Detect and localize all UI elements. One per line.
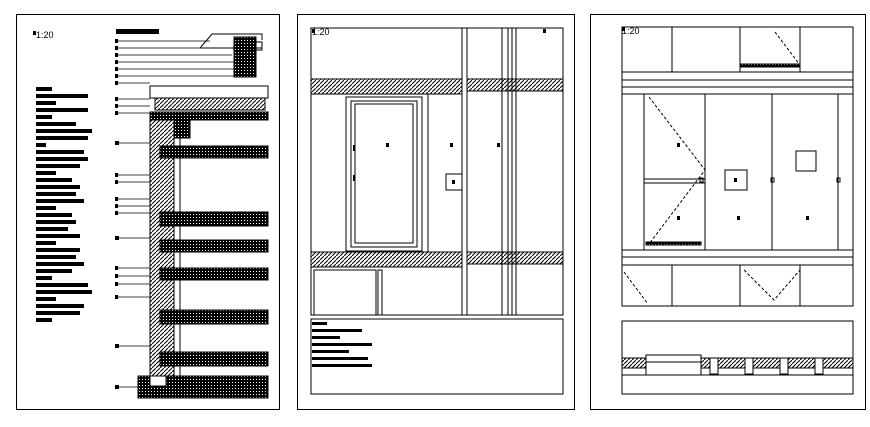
title-bar	[116, 29, 159, 34]
scale-label-sheet-1: 1:20	[36, 30, 54, 40]
floor-slabs	[159, 145, 269, 367]
leader-lines	[118, 40, 240, 388]
scale-label-sheet-2: 1:20	[312, 27, 330, 37]
scale-marker	[33, 31, 36, 35]
sheet-2-drawing	[310, 27, 564, 395]
sheet-3-drawing	[621, 26, 854, 395]
top-slab	[310, 78, 463, 95]
fixture-box	[724, 169, 748, 191]
foundation	[137, 375, 269, 399]
sheet-1-drawing	[33, 29, 269, 399]
notes-box	[310, 318, 564, 395]
bottom-slab	[310, 251, 463, 268]
leader-tags	[115, 39, 119, 389]
window-frame	[345, 96, 423, 252]
notes-block	[36, 87, 92, 322]
light-fixture	[795, 150, 817, 172]
switch-box	[445, 173, 463, 191]
scale-label-sheet-3: 1:20	[622, 26, 640, 36]
